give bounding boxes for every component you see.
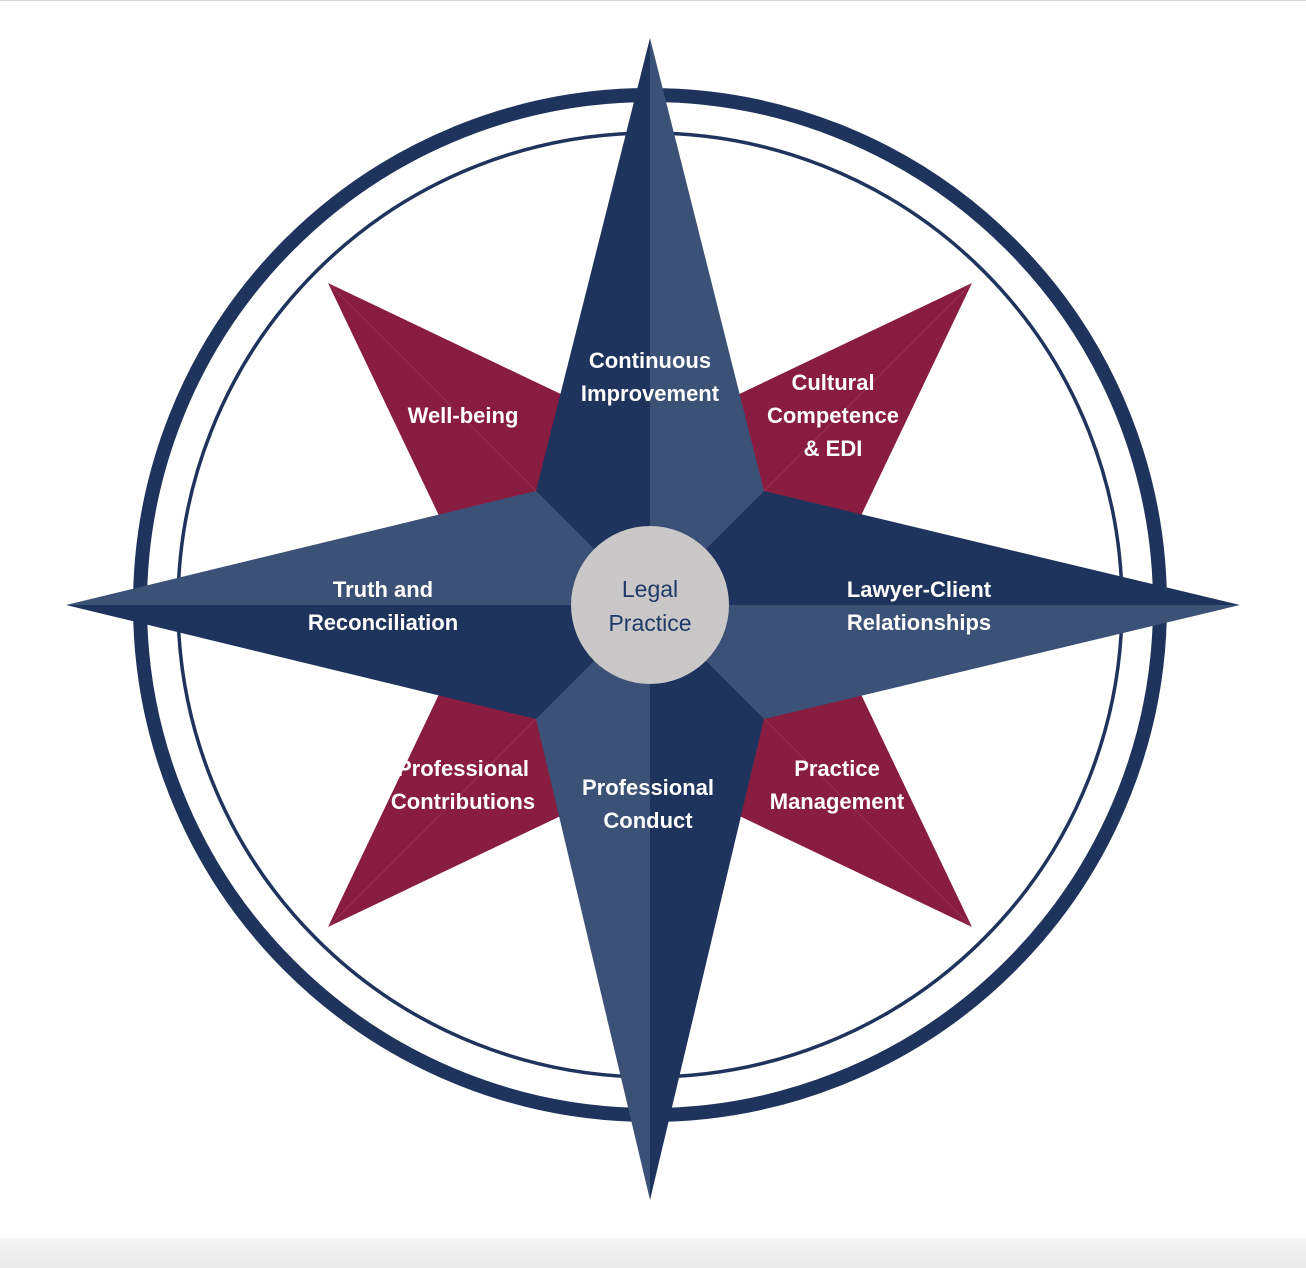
compass-diagram: Legal Practice Continuous Improvement Pr…	[66, 38, 1240, 1200]
bottom-band	[0, 1238, 1306, 1268]
label-east-line2: Relationships	[847, 610, 991, 635]
label-south: Professional Conduct	[582, 775, 714, 833]
label-east: Lawyer-Client Relationships	[847, 577, 992, 635]
point-north-right	[650, 38, 764, 605]
cardinal-points	[66, 38, 1240, 1200]
point-west-bottom	[66, 605, 650, 719]
label-north-line1: Continuous	[589, 348, 711, 373]
label-southeast: Practice Management	[770, 756, 905, 814]
center-hub	[571, 526, 729, 684]
center-label-line2: Practice	[608, 610, 691, 636]
label-southwest-line2: Contributions	[391, 789, 535, 814]
center-label-line1: Legal	[622, 576, 678, 602]
point-west-top	[66, 491, 650, 605]
label-east-line1: Lawyer-Client	[847, 577, 992, 602]
label-southeast-line2: Management	[770, 789, 905, 814]
label-southwest-line1: Professional	[397, 756, 529, 781]
label-north-line2: Improvement	[581, 381, 720, 406]
label-northeast: Cultural Competence & EDI	[767, 370, 899, 461]
label-southeast-line1: Practice	[794, 756, 880, 781]
label-northwest-line1: Well-being	[408, 403, 519, 428]
label-southwest: Professional Contributions	[391, 756, 535, 814]
label-northeast-line2: Competence	[767, 403, 899, 428]
label-west-line1: Truth and	[333, 577, 433, 602]
point-south-left	[536, 605, 650, 1200]
point-south-right	[650, 605, 764, 1200]
label-south-line2: Conduct	[603, 808, 693, 833]
point-east-bottom	[650, 605, 1240, 719]
point-east-top	[650, 491, 1240, 605]
label-south-line1: Professional	[582, 775, 714, 800]
label-northeast-line1: Cultural	[791, 370, 874, 395]
label-west-line2: Reconciliation	[308, 610, 458, 635]
label-west: Truth and Reconciliation	[308, 577, 458, 635]
label-northeast-line3: & EDI	[804, 436, 863, 461]
label-northwest: Well-being	[408, 403, 519, 428]
point-north-left	[536, 38, 650, 605]
label-north: Continuous Improvement	[581, 348, 720, 406]
top-border	[0, 0, 1306, 1]
